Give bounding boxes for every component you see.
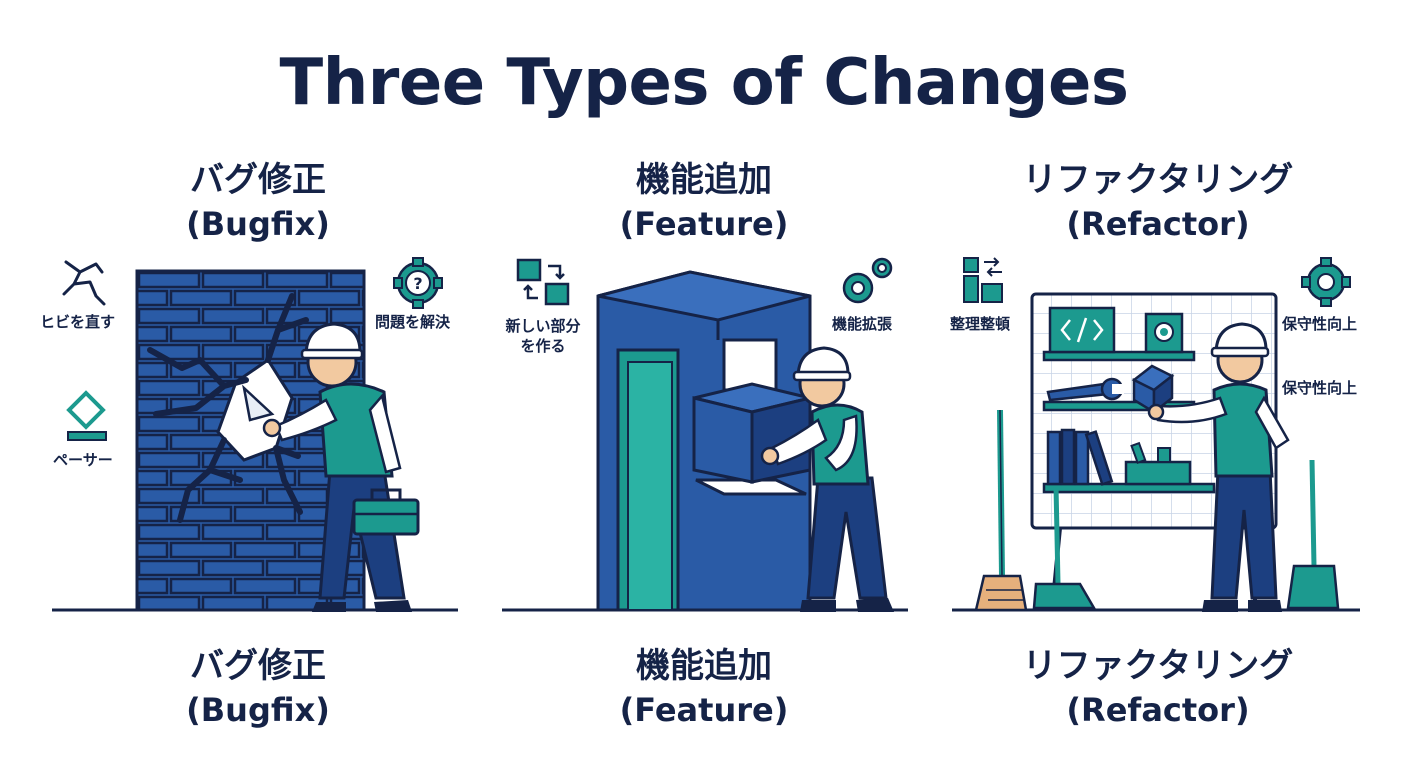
new-block	[692, 382, 812, 484]
bugfix-worker	[262, 322, 420, 612]
feature-note-line2: を作る	[520, 337, 566, 355]
feature-heading-bottom: 機能追加 (Feature)	[484, 644, 924, 732]
wall-crack	[147, 293, 309, 523]
feature-note-extend: 機能拡張	[832, 315, 893, 333]
refactor-heading-bottom-ja: リファクタリング	[1022, 646, 1294, 686]
layout-icon	[963, 257, 1003, 303]
refactor-illustration	[974, 292, 1340, 612]
feature-heading-top: 機能追加 (Feature)	[484, 158, 924, 246]
refactor-note-maintain-2: 保守性向上	[1282, 379, 1358, 397]
books	[1046, 428, 1114, 486]
bugfix-illustration	[135, 269, 420, 612]
broom	[974, 409, 1028, 612]
refactor-note-tidy: 整理整頓	[950, 315, 1011, 333]
refactor-heading-bottom: リファクタリング (Refactor)	[938, 644, 1378, 732]
feature-heading-bottom-en: (Feature)	[619, 691, 789, 729]
code-icon	[1048, 306, 1116, 354]
blocks-arrows-icon	[516, 258, 570, 306]
feature-heading-bottom-ja: 機能追加	[636, 646, 772, 686]
diamond-tool-icon	[66, 390, 107, 441]
bugfix-heading-top: バグ修正 (Bugfix)	[38, 158, 478, 246]
building-gap-top	[722, 338, 778, 392]
refactor-note-maintain-1: 保守性向上	[1282, 315, 1358, 333]
wrench-icon	[1046, 377, 1124, 402]
bugfix-heading-top-en: (Bugfix)	[186, 205, 330, 243]
tool-tray	[1124, 441, 1192, 486]
refactor-heading-top-en: (Refactor)	[1066, 205, 1250, 243]
feature-illustration	[596, 270, 894, 612]
refactor-worker	[1131, 322, 1290, 612]
bugfix-heading-bottom: バグ修正 (Bugfix)	[38, 644, 478, 732]
refactor-heading-top: リファクタリング (Refactor)	[938, 158, 1378, 246]
settings-box-icon	[1144, 312, 1184, 354]
gear-icon	[1301, 257, 1351, 307]
dustpan-left	[1032, 485, 1097, 610]
feature-heading-top-en: (Feature)	[619, 205, 789, 243]
bugfix-heading-top-ja: バグ修正	[190, 160, 326, 200]
feature-note-line1: 新しい部分	[505, 317, 581, 335]
bugfix-note-solve: 問題を解決	[375, 313, 451, 331]
shelf-top	[1042, 350, 1196, 362]
crack-icon	[62, 260, 106, 306]
refactor-heading-top-ja: リファクタリング	[1022, 160, 1294, 200]
gear-question-icon: ?	[393, 257, 443, 309]
trowel	[242, 384, 275, 422]
gears-icon	[842, 257, 893, 304]
refactor-heading-bottom-en: (Refactor)	[1066, 691, 1250, 729]
bugfix-heading-bottom-en: (Bugfix)	[186, 691, 330, 729]
dustpan-right	[1286, 459, 1340, 610]
bugfix-note-crack: ヒビを直す	[40, 313, 116, 331]
bugfix-note-spacer: ペーサー	[53, 451, 113, 469]
feature-note-new-parts: 新しい部分 を作る	[498, 316, 588, 356]
bugfix-heading-bottom-ja: バグ修正	[190, 646, 326, 686]
page-title: Three Types of Changes	[279, 46, 1129, 120]
feature-worker	[760, 346, 894, 612]
toolbox	[352, 498, 420, 536]
feature-heading-top-ja: 機能追加	[636, 160, 772, 200]
svg-text:?: ?	[413, 274, 422, 293]
